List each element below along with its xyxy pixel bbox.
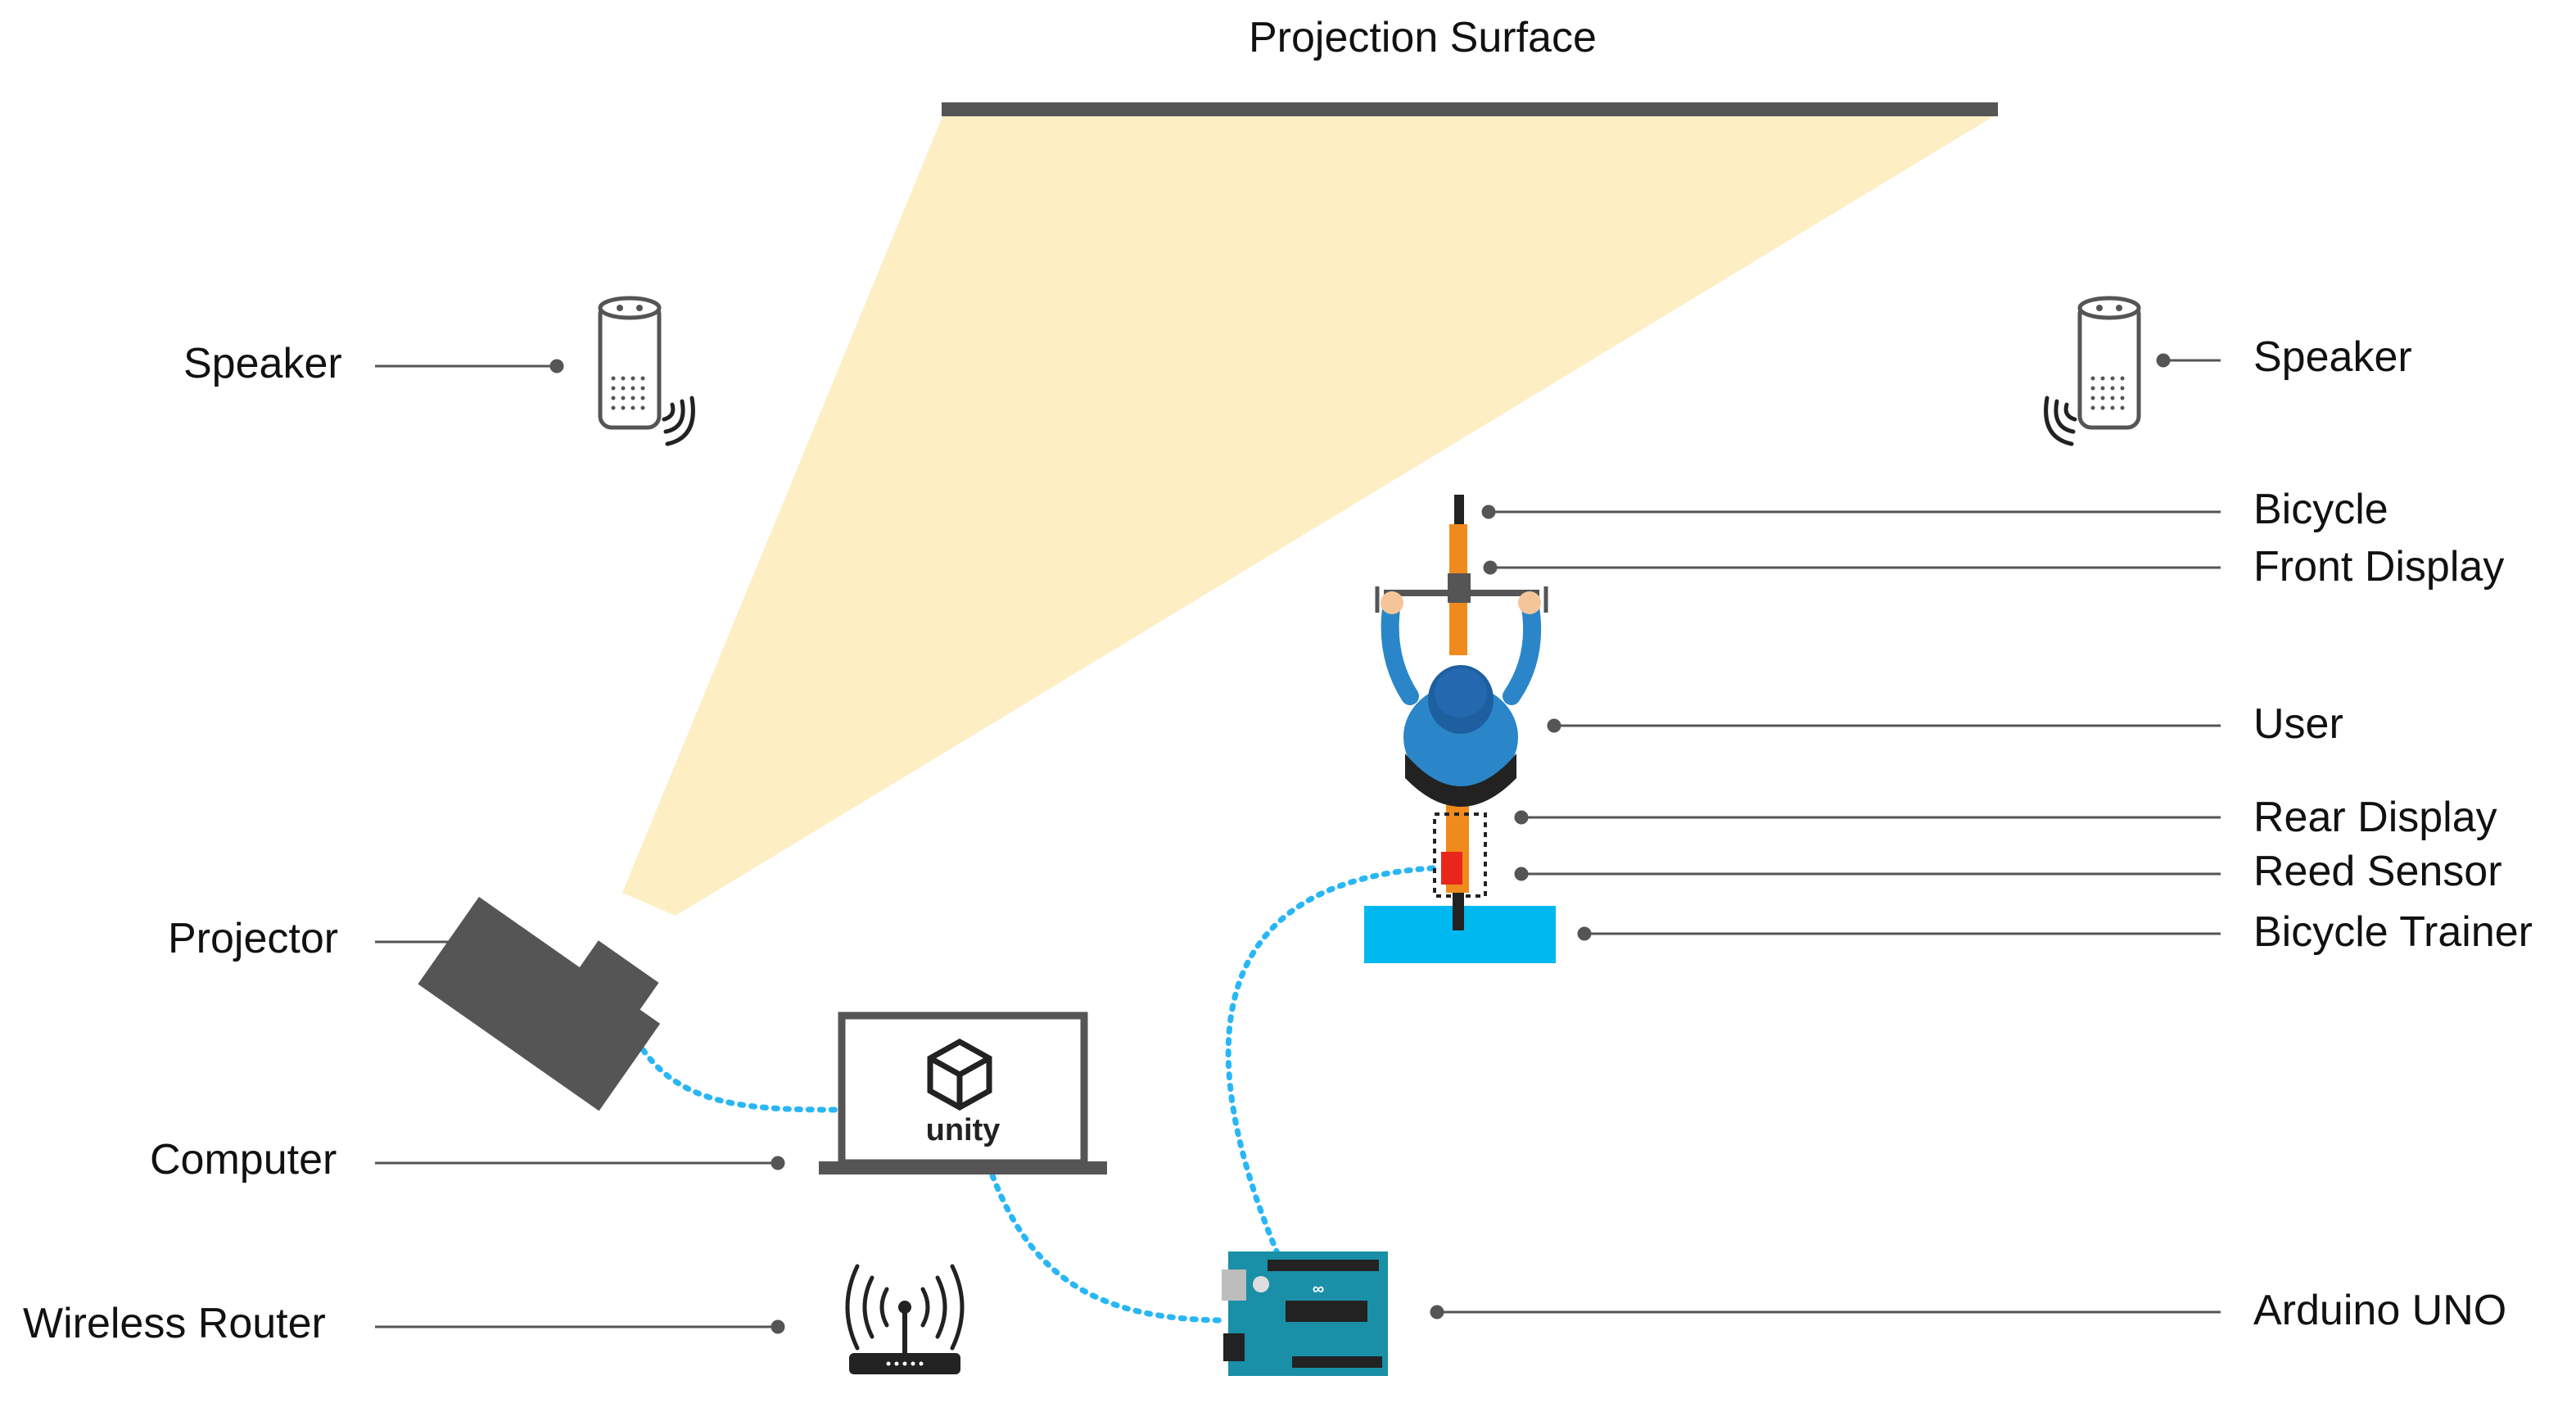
projection-surface bbox=[942, 102, 1998, 116]
projection-surface-title: Projection Surface bbox=[1249, 14, 1597, 61]
label-speaker-left: Speaker bbox=[183, 340, 342, 387]
cable-projector-computer bbox=[623, 1016, 843, 1113]
label-wireless-router: Wireless Router bbox=[23, 1300, 326, 1347]
label-reed-sensor: Reed Sensor bbox=[2253, 848, 2502, 895]
rear-display bbox=[1441, 852, 1462, 885]
svg-text:∞: ∞ bbox=[1313, 1280, 1324, 1298]
label-projector: Projector bbox=[168, 915, 339, 962]
reed-sensor-box bbox=[1433, 812, 1487, 898]
label-computer: Computer bbox=[150, 1136, 337, 1183]
label-user: User bbox=[2253, 700, 2343, 748]
front-display bbox=[1448, 573, 1471, 603]
user-rider-icon bbox=[1381, 591, 1542, 807]
speaker-icon bbox=[598, 296, 695, 446]
arduino-board-icon: ∞ bbox=[1222, 1251, 1388, 1376]
label-bicycle: Bicycle bbox=[2253, 486, 2388, 533]
cable-sensor-arduino bbox=[1225, 865, 1436, 1256]
label-speaker-right: Speaker bbox=[2253, 333, 2412, 381]
label-arduino-uno: Arduino UNO bbox=[2253, 1287, 2507, 1334]
cable-computer-arduino bbox=[989, 1172, 1223, 1324]
projection-beam bbox=[622, 115, 1996, 916]
speaker-icon bbox=[2044, 296, 2141, 446]
laptop-icon bbox=[819, 1012, 1107, 1174]
label-rear-display: Rear Display bbox=[2253, 794, 2497, 841]
label-front-display: Front Display bbox=[2253, 543, 2505, 591]
wireless-router-icon bbox=[845, 1264, 965, 1374]
projector-icon bbox=[418, 897, 661, 1111]
label-bicycle-trainer: Bicycle Trainer bbox=[2253, 908, 2533, 956]
unity-logo-text: unity bbox=[926, 1113, 1001, 1147]
unity-logo-icon bbox=[927, 1038, 992, 1111]
